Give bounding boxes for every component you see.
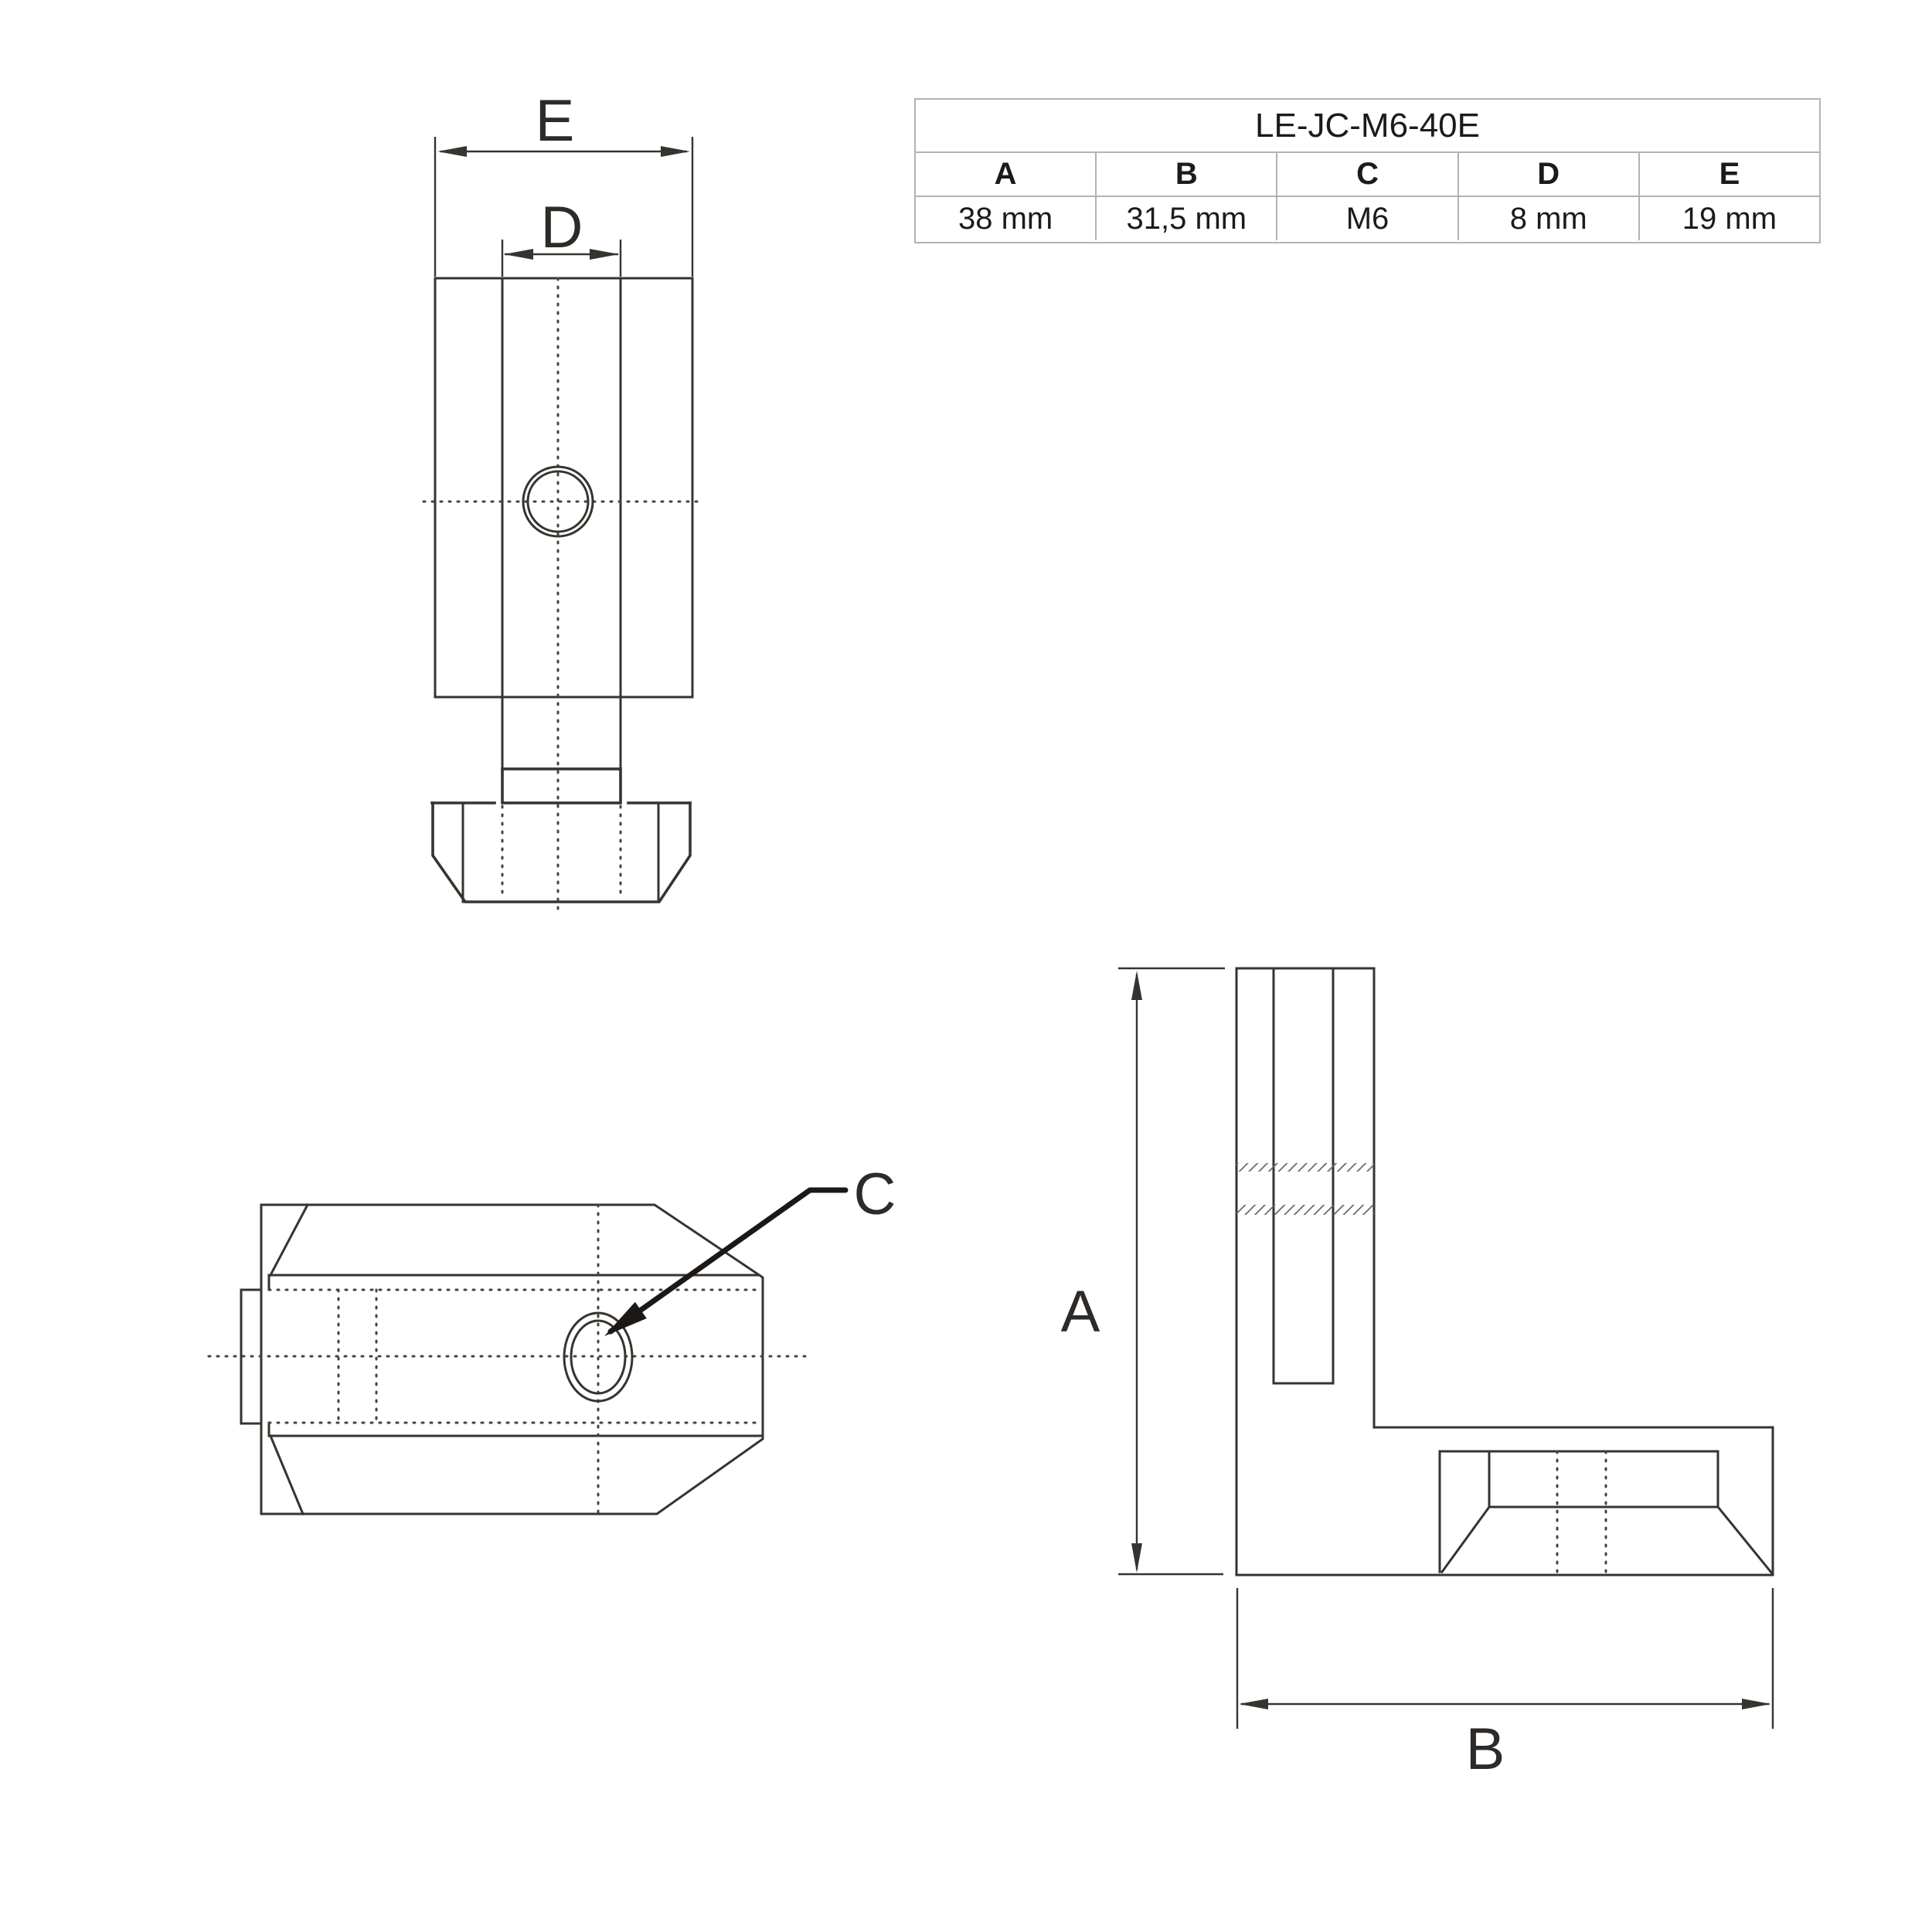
b-arrow-left	[1239, 1699, 1268, 1709]
side-thread-hole-outer	[563, 1311, 634, 1403]
front-hole-inner	[526, 470, 590, 533]
spec-table-header-row: A B C D E	[916, 153, 1819, 197]
stem-collar	[501, 767, 622, 804]
grip-band-upper	[1236, 1163, 1374, 1172]
cavity-flare-left	[1440, 1505, 1492, 1574]
callout-c: C	[604, 1162, 896, 1336]
c-label: C	[854, 1162, 896, 1227]
a-arrow-bottom	[1131, 1543, 1142, 1573]
bracket-cavity	[1438, 1450, 1774, 1576]
dimension-d: D	[501, 195, 622, 277]
a-label: A	[1061, 1279, 1100, 1345]
value-a: 38 mm	[916, 197, 1097, 240]
dimension-b: B	[1236, 1588, 1774, 1782]
side-collar-tab	[240, 1288, 263, 1425]
e-arrow-right	[661, 146, 690, 157]
bracket-outline	[1235, 967, 1774, 1577]
value-d: 8 mm	[1459, 197, 1640, 240]
value-b: 31,5 mm	[1097, 197, 1278, 240]
d-label: D	[541, 195, 583, 260]
front-body-outline	[434, 277, 694, 699]
a-arrow-top	[1131, 971, 1142, 1000]
spec-table-title-row: LE-JC-M6-40E	[916, 100, 1819, 153]
grip-band-lower	[1236, 1205, 1374, 1215]
header-e: E	[1719, 157, 1740, 191]
d-arrow-left	[504, 249, 533, 260]
header-b: B	[1097, 153, 1278, 196]
front-view: E D	[422, 88, 705, 917]
header-c: C	[1277, 153, 1459, 196]
header-d: D	[1459, 153, 1640, 196]
side-view: C	[207, 1162, 896, 1515]
spec-table-value-row: 38 mm 31,5 mm M6 8 mm 19 mm	[916, 197, 1819, 240]
b-label: B	[1466, 1716, 1505, 1782]
cavity-flare-right	[1716, 1505, 1774, 1576]
side-chamfer-bottom-left	[269, 1434, 304, 1515]
front-hole-outer	[522, 465, 594, 538]
e-label: E	[536, 88, 575, 154]
t-nut-outline	[431, 801, 692, 903]
side-body-outline	[260, 1203, 764, 1515]
d-arrow-right	[590, 249, 619, 260]
header-a: A	[916, 153, 1097, 196]
e-arrow-left	[437, 146, 467, 157]
dimension-a: A	[1061, 967, 1225, 1576]
part-number: LE-JC-M6-40E	[1255, 106, 1480, 145]
dimension-e: E	[434, 88, 694, 277]
value-e: 19 mm	[1682, 201, 1777, 236]
c-leader-line	[607, 1187, 849, 1335]
side-chamfer-top-left	[268, 1202, 310, 1277]
b-arrow-right	[1742, 1699, 1771, 1709]
t-nut	[430, 801, 692, 903]
bracket-view: A B	[1061, 967, 1774, 1782]
value-c: M6	[1277, 197, 1459, 240]
c-leader-arrowhead	[604, 1301, 647, 1336]
side-thread-hole-inner	[570, 1319, 627, 1395]
spec-table: LE-JC-M6-40E A B C D E 38 mm 31,5 mm M6 …	[914, 98, 1821, 243]
